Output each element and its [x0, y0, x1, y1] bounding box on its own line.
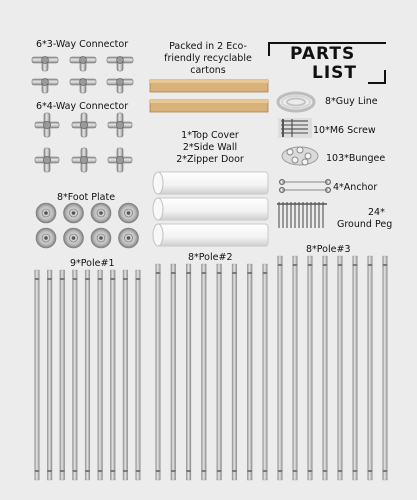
- ground-peg-set: [277, 202, 327, 228]
- foot-plate: [118, 227, 139, 249]
- title-frame-right: [384, 70, 386, 84]
- foot-plate: [118, 202, 139, 224]
- pole-1: [110, 269, 116, 481]
- screw-pile: [278, 118, 312, 138]
- pole-2-group: [155, 263, 268, 481]
- pole-3-label: 8*Pole#3: [306, 244, 351, 255]
- four-way-connector: [71, 112, 97, 138]
- side-wall-roll: [152, 197, 269, 221]
- foot-plate-group: [35, 202, 139, 249]
- pole-3-group: [277, 255, 388, 481]
- pole-1: [135, 269, 141, 481]
- pole-1: [47, 269, 53, 481]
- pole-2: [231, 263, 237, 481]
- three-way-connector: [31, 78, 59, 94]
- title-line-1: PARTS: [290, 44, 356, 64]
- parts-list-title: PARTS LIST: [268, 42, 386, 84]
- pole-2: [201, 263, 207, 481]
- four-way-connector: [71, 147, 97, 173]
- anchor-set: [279, 179, 332, 194]
- four-way-connector-label: 6*4-Way Connector: [36, 101, 129, 112]
- pole-2: [155, 263, 161, 481]
- three-way-connector: [106, 78, 134, 94]
- screw-label: 10*M6 Screw: [313, 125, 376, 136]
- pole-3: [307, 255, 313, 481]
- carton-bottom: [149, 99, 269, 113]
- three-way-connector: [69, 78, 97, 94]
- cover-label-line-1: 1*Top Cover: [181, 130, 239, 141]
- three-way-connector-group: [31, 56, 134, 94]
- three-way-connector: [106, 56, 134, 72]
- four-way-connector: [107, 112, 133, 138]
- pole-3: [367, 255, 373, 481]
- top-cover-roll: [152, 171, 269, 195]
- title-frame-bottom: [368, 82, 386, 84]
- bungee-label: 103*Bungee: [326, 153, 386, 164]
- pole-2: [247, 263, 253, 481]
- pole-3: [337, 255, 343, 481]
- foot-plate: [63, 202, 84, 224]
- pole-1: [34, 269, 40, 481]
- four-way-connector: [107, 147, 133, 173]
- carton-top: [149, 79, 269, 93]
- three-way-connector-label: 6*3-Way Connector: [36, 39, 129, 50]
- pole-2: [170, 263, 176, 481]
- title-frame-top: [268, 42, 386, 44]
- pole-3: [322, 255, 328, 481]
- pole-2: [262, 263, 268, 481]
- four-way-connector-group: [34, 112, 133, 173]
- four-way-connector: [34, 147, 60, 173]
- pole-1-label: 9*Pole#1: [70, 258, 115, 269]
- foot-plate: [90, 227, 112, 249]
- pole-3: [382, 255, 388, 481]
- pole-1: [97, 269, 103, 481]
- pole-2: [186, 263, 192, 481]
- pole-1-group: [34, 269, 141, 481]
- three-way-connector: [31, 56, 59, 72]
- bungee-pile: [281, 146, 319, 166]
- guy-line-label: 8*Guy Line: [325, 96, 378, 107]
- pole-1: [122, 269, 128, 481]
- foot-plate: [90, 202, 112, 224]
- ground-peg-label: Ground Peg: [337, 219, 393, 230]
- pole-2-label: 8*Pole#2: [188, 252, 233, 263]
- ground-peg-count-label: 24*: [368, 207, 385, 218]
- title-frame-left: [268, 42, 270, 56]
- three-way-connector: [69, 56, 97, 72]
- zipper-door-roll: [152, 223, 269, 247]
- pole-2: [216, 263, 222, 481]
- foot-plate: [35, 227, 57, 249]
- cartons-label-line-2: friendly recyclable: [164, 53, 252, 64]
- pole-1: [59, 269, 65, 481]
- foot-plate: [63, 227, 84, 249]
- foot-plate: [35, 202, 57, 224]
- four-way-connector: [34, 112, 60, 138]
- foot-plate-label: 8*Foot Plate: [57, 192, 116, 203]
- cartons-label-line-3: cartons: [190, 65, 226, 76]
- cover-label-line-3: 2*Zipper Door: [176, 154, 244, 165]
- cartons-label-line-1: Packed in 2 Eco-: [169, 41, 247, 52]
- pole-1: [84, 269, 91, 481]
- guy-line-coil: [276, 91, 316, 113]
- pole-3: [277, 255, 283, 481]
- pole-3: [352, 255, 358, 481]
- title-line-2: LIST: [312, 63, 357, 83]
- pole-3: [292, 255, 298, 481]
- cover-label-line-2: 2*Side Wall: [182, 142, 238, 153]
- anchor-label: 4*Anchor: [333, 182, 378, 193]
- pole-1: [72, 269, 78, 481]
